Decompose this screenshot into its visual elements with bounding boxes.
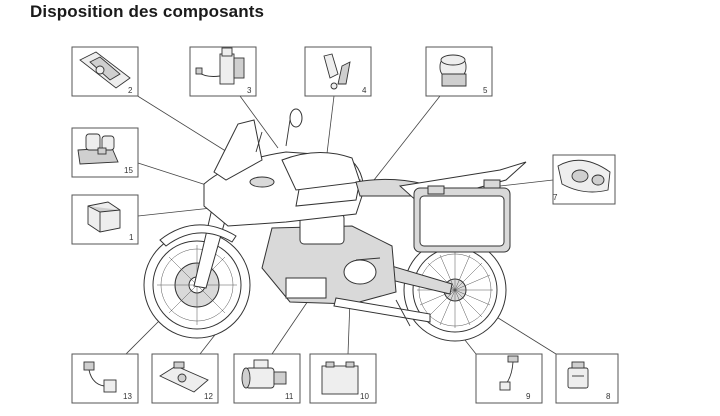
bracket-icon	[159, 361, 209, 393]
callout-7: 7	[552, 154, 616, 205]
callout-3: 3	[189, 46, 257, 97]
page-title: Disposition des composants	[30, 2, 265, 21]
callout-11: 11	[233, 353, 301, 404]
sensor-connector-icon	[323, 53, 351, 90]
callout-number: 11	[285, 392, 294, 401]
callout-number: 8	[606, 392, 611, 401]
callout-number: 5	[483, 86, 488, 95]
lambda-probe-icon	[499, 355, 519, 391]
callout-number: 1	[129, 233, 134, 242]
callout-number: 7	[553, 193, 558, 202]
callout-5: 5	[425, 46, 493, 97]
callout-number: 13	[123, 392, 132, 401]
dashboard-icon	[79, 51, 131, 89]
motorcycle-illustration	[143, 108, 527, 342]
callout-number: 4	[362, 86, 367, 95]
connector-block-icon	[567, 361, 589, 389]
callout-number: 15	[124, 166, 133, 175]
wheel-sensor-icon	[83, 361, 117, 393]
callout-1: 1	[71, 194, 139, 245]
callout-number: 9	[526, 392, 531, 401]
callout-number: 3	[247, 86, 252, 95]
callout-2: 2	[71, 46, 139, 97]
callout-8: 8	[555, 353, 619, 404]
actuator-icon	[195, 47, 245, 85]
tail-light-icon	[557, 159, 611, 193]
callout-number: 12	[204, 392, 213, 401]
starter-motor-icon	[241, 359, 287, 389]
callout-15: 15	[71, 127, 139, 178]
callout-10: 10	[309, 353, 377, 404]
callout-4: 4	[304, 46, 372, 97]
callout-13: 13	[71, 353, 139, 404]
relay-cap-icon	[439, 54, 467, 87]
switch-unit-icon	[77, 133, 119, 165]
battery-icon	[321, 361, 359, 395]
callout-number: 10	[360, 392, 369, 401]
callout-12: 12	[151, 353, 219, 404]
callout-number: 2	[128, 86, 133, 95]
ecu-module-icon	[87, 201, 121, 233]
callout-9: 9	[475, 353, 543, 404]
